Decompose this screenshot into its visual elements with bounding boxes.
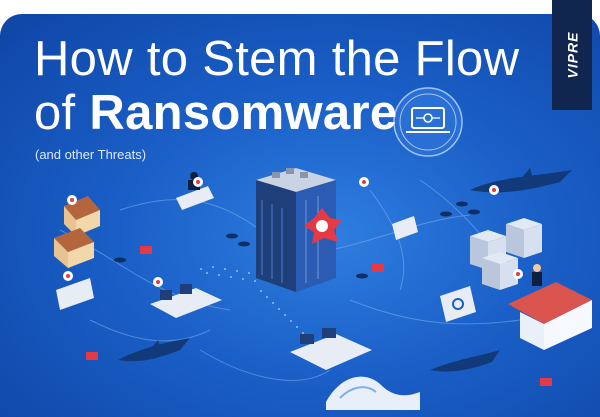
office-desk-left	[150, 284, 222, 318]
skull-alert-icon	[304, 208, 342, 244]
page-title: How to Stem the Flow of Ransomware	[34, 32, 519, 140]
house-top	[64, 196, 100, 236]
infographic-card: How to Stem the Flow of Ransomware (and …	[0, 14, 600, 417]
fish-school	[114, 201, 480, 279]
shark-top-right	[470, 168, 572, 193]
laptop-left	[56, 278, 94, 310]
server-cluster	[470, 218, 542, 290]
wave	[326, 376, 420, 410]
security-laptop-badge	[393, 87, 463, 157]
data-stream	[200, 266, 304, 334]
hacker-laptop	[176, 172, 214, 210]
office-desk-bottom	[290, 328, 372, 370]
title-line-2-emphasis: Ransomware	[89, 86, 398, 140]
page-subtitle: (and other Threats)	[35, 147, 147, 162]
red-alert-boxes	[86, 246, 552, 386]
red-roof-house	[508, 264, 592, 350]
title-line-1: How to Stem the Flow	[34, 32, 520, 86]
laptop-mid	[392, 216, 418, 240]
alert-pins	[63, 177, 523, 287]
title-line-2-prefix: of	[34, 86, 90, 140]
house-bottom	[54, 228, 94, 268]
brand-logo: VIPRE	[564, 31, 581, 79]
shark-bottom-left	[118, 338, 190, 362]
illustration-scene	[54, 87, 592, 410]
monitor-right	[440, 286, 476, 322]
shark-bottom-right	[430, 350, 500, 372]
brand-tab: VIPRE	[552, 0, 592, 110]
